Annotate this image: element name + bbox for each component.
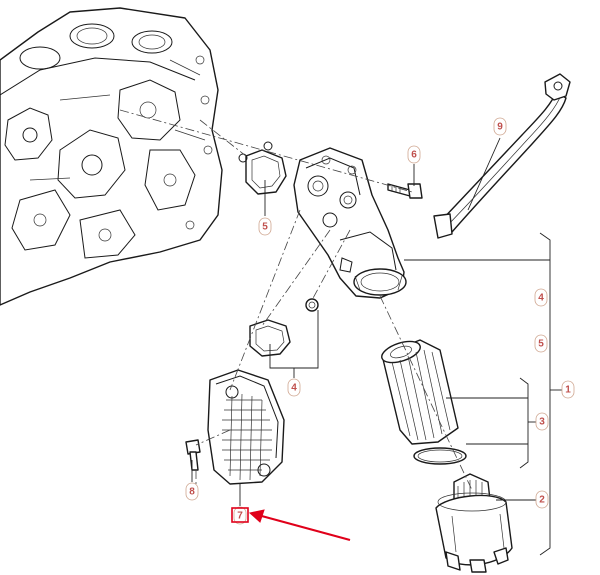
engine-block xyxy=(0,7,223,306)
callout-9-label: 9 xyxy=(497,122,503,133)
gasket-top xyxy=(238,141,287,195)
filter-housing xyxy=(293,147,407,299)
o-ring xyxy=(413,447,467,465)
assembly-lines xyxy=(119,109,473,491)
callout-1-label: 1 xyxy=(565,385,571,396)
bolt-6 xyxy=(387,183,423,199)
callout-4-bracket-label: 4 xyxy=(291,383,297,394)
bolt-8 xyxy=(185,439,201,471)
callout-6: 6 xyxy=(407,145,421,164)
callout-4-bracket: 4 xyxy=(287,378,301,397)
callout-2: 2 xyxy=(535,490,549,509)
callout-7-label: 7 xyxy=(237,511,243,522)
callout-2-label: 2 xyxy=(539,495,545,506)
callout-4-side: 4 xyxy=(534,288,548,307)
callout-6-label: 6 xyxy=(411,150,417,161)
callout-8-label: 8 xyxy=(189,487,195,498)
callout-3-label: 3 xyxy=(539,417,545,428)
callout-5-top-label: 5 xyxy=(262,222,268,233)
callout-3: 3 xyxy=(535,412,549,431)
dipstick-tube xyxy=(433,73,571,239)
gasket-cooler xyxy=(249,298,319,357)
callout-5-side-label: 5 xyxy=(538,339,544,350)
callout-5-side: 5 xyxy=(534,334,548,353)
oil-cooler xyxy=(207,369,285,485)
callout-9: 9 xyxy=(493,117,507,136)
callout-7: 7 xyxy=(233,506,247,525)
leader-lines xyxy=(191,137,562,556)
cooler-fins xyxy=(222,393,272,481)
callout-8: 8 xyxy=(185,482,199,501)
callout-5-top: 5 xyxy=(258,217,272,236)
red-arrow xyxy=(248,509,351,542)
highlight-box xyxy=(231,507,249,523)
callout-1: 1 xyxy=(561,380,575,399)
callout-4-side-label: 4 xyxy=(538,293,544,304)
filter-cap xyxy=(435,473,513,573)
filter-element xyxy=(381,339,459,445)
